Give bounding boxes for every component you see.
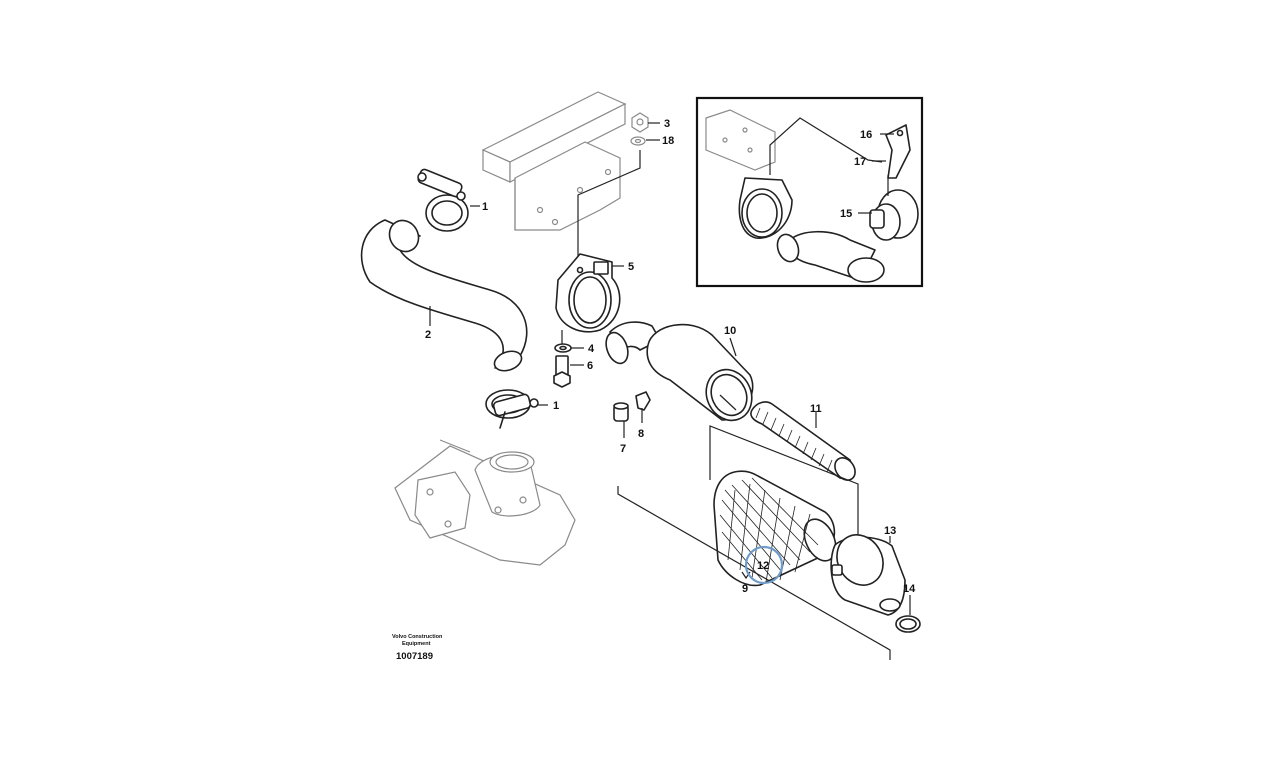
callout-11: 11 <box>810 403 822 415</box>
air-cleaner-housing-10 <box>605 321 754 422</box>
callout-7: 7 <box>620 443 626 455</box>
callout-9: 9 <box>742 583 748 595</box>
nut-3 <box>631 112 649 133</box>
detail-inset <box>695 96 924 288</box>
dust-cap-7 <box>613 402 629 422</box>
callout-1-top: 1 <box>482 201 488 213</box>
callout-16: 16 <box>860 129 872 141</box>
hose-2 <box>360 219 528 372</box>
safety-filter-11 <box>750 401 856 481</box>
hose-clamp-1-bottom <box>485 389 539 429</box>
callout-5: 5 <box>628 261 634 273</box>
callout-15: 15 <box>840 208 852 220</box>
document-number: 1007189 <box>396 651 433 662</box>
hose-clamp-1-top <box>417 168 469 232</box>
brand-line-2: Equipment <box>402 641 431 647</box>
callout-18: 18 <box>662 135 674 147</box>
washer-18 <box>630 136 646 146</box>
callout-1-bottom: 1 <box>553 400 559 412</box>
callout-12: 12 <box>757 560 769 572</box>
highlight-ring-12 <box>744 545 784 585</box>
pre-cleaner-cover-13 <box>830 534 906 616</box>
fitting-8 <box>635 391 651 411</box>
brand-line-1: Volvo Construction <box>392 634 443 640</box>
callout-2: 2 <box>425 329 431 341</box>
callout-13: 13 <box>884 525 896 537</box>
callout-14: 14 <box>903 583 916 595</box>
clamp-bracket-5 <box>555 253 621 333</box>
callout-17: 17 <box>854 156 866 168</box>
main-filter-12 <box>709 425 859 587</box>
clamp-14 <box>895 615 921 633</box>
bolt-6 <box>553 355 571 388</box>
callout-3: 3 <box>664 118 670 130</box>
engine-manifold-background <box>394 439 576 566</box>
callout-8: 8 <box>638 428 644 440</box>
callout-4: 4 <box>588 343 595 355</box>
washer-4 <box>554 343 572 353</box>
callout-6: 6 <box>587 360 593 372</box>
kit-9-bracket <box>617 486 891 660</box>
callout-10: 10 <box>724 325 736 337</box>
frame-rail-bracket <box>481 91 627 231</box>
